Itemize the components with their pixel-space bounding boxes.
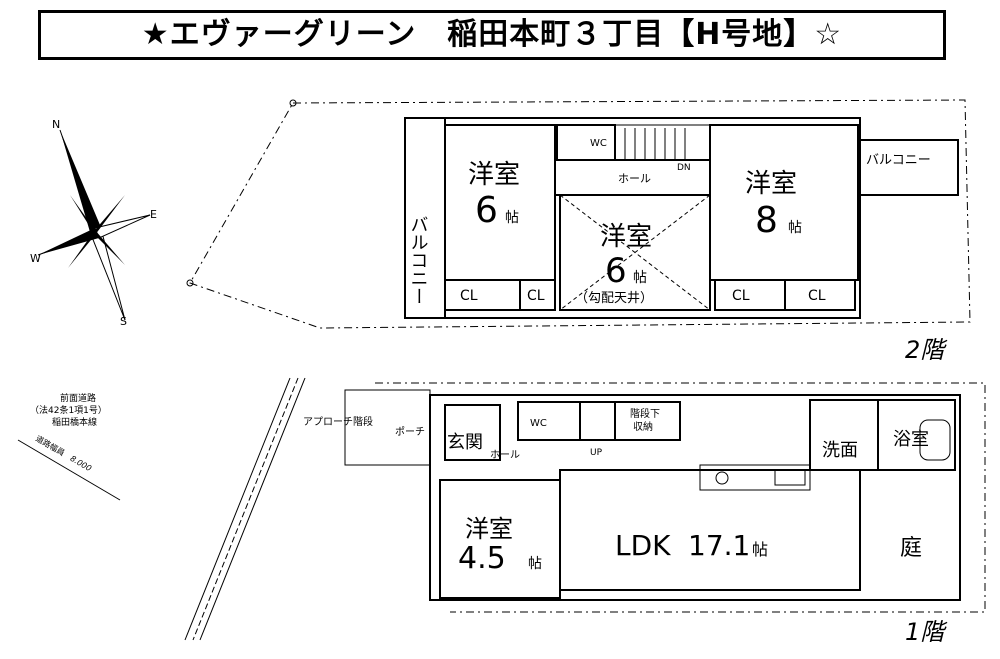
room1-size: 6 [475, 190, 498, 231]
compass-icon: N E S W [30, 118, 157, 328]
hall-label-1f: ホール [490, 449, 520, 461]
room2-unit: 帖 [633, 270, 647, 286]
wc-label-1f: WC [530, 418, 547, 429]
page-title: ★エヴァーグリーン 稲田本町３丁目【H号地】☆ [38, 10, 946, 60]
porch-label: ポーチ [395, 426, 425, 438]
ldk-name: LDK [615, 529, 671, 562]
floor-1-plan: アプローチ階段 ポーチ 玄関 ホール WC UP 階段下 収納 洗面 浴室 洋室… [303, 389, 961, 601]
room3-name: 洋室 [745, 169, 797, 199]
balcony-right-label: バルコニー [866, 153, 931, 168]
closet-2: CL [527, 288, 545, 304]
room3-size: 8 [755, 200, 778, 241]
room-size-1f: 4.5 [458, 541, 506, 576]
road-line3: 稲田橋本線 [52, 416, 97, 428]
road-line1: 前面道路 [60, 392, 96, 404]
hall-label-2f: ホール [618, 172, 651, 185]
under-stairs-label-1: 階段下 [630, 407, 660, 420]
floor-1-label: 1階 [905, 618, 948, 646]
under-stairs-label-2: 収納 [633, 420, 653, 433]
garden-label: 庭 [900, 536, 922, 561]
road-width-value: 8.000 [69, 454, 93, 473]
entrance-label: 玄関 [447, 432, 483, 453]
road-line2: （法42条1項1号） [30, 404, 107, 416]
wc-label-2f: WC [590, 138, 607, 149]
room-unit-1f: 帖 [528, 556, 542, 572]
road-width-label: 道路幅員 [34, 433, 67, 458]
site-boundary-1f [375, 382, 986, 613]
room-name-1f: 洋室 [465, 515, 513, 543]
balcony-left-label: バルコニー [408, 215, 429, 305]
stairs-dn: DN [677, 163, 691, 173]
room2-size: 6 [605, 251, 627, 291]
road: 前面道路 （法42条1項1号） 稲田橋本線 道路幅員 8.000 [17, 377, 306, 641]
ldk-unit: 帖 [752, 540, 768, 559]
ldk-size: 17.1 [688, 529, 750, 562]
compass-s: S [120, 315, 127, 328]
room1-name: 洋室 [468, 160, 520, 190]
floor-2-plan: バルコニー バルコニー 洋室 6 帖 洋室 6 帖 （勾配天井） 洋室 8 帖 … [404, 117, 959, 319]
closet-3: CL [732, 288, 750, 304]
closet-1: CL [460, 288, 478, 304]
site-boundary-2f [189, 99, 971, 329]
closet-4: CL [808, 288, 826, 304]
floor-2-label: 2階 [905, 336, 948, 364]
bath-label: 浴室 [893, 429, 929, 450]
compass-e: E [150, 208, 157, 221]
room2-name: 洋室 [600, 222, 652, 252]
compass-n: N [52, 118, 60, 131]
compass-w: W [30, 252, 41, 265]
approach-stairs-label: アプローチ階段 [303, 415, 373, 428]
room2-note: （勾配天井） [575, 291, 653, 306]
washroom-label: 洗面 [822, 440, 858, 461]
room3-unit: 帖 [788, 220, 802, 236]
room1-unit: 帖 [505, 210, 519, 226]
stairs-up: UP [590, 448, 603, 458]
